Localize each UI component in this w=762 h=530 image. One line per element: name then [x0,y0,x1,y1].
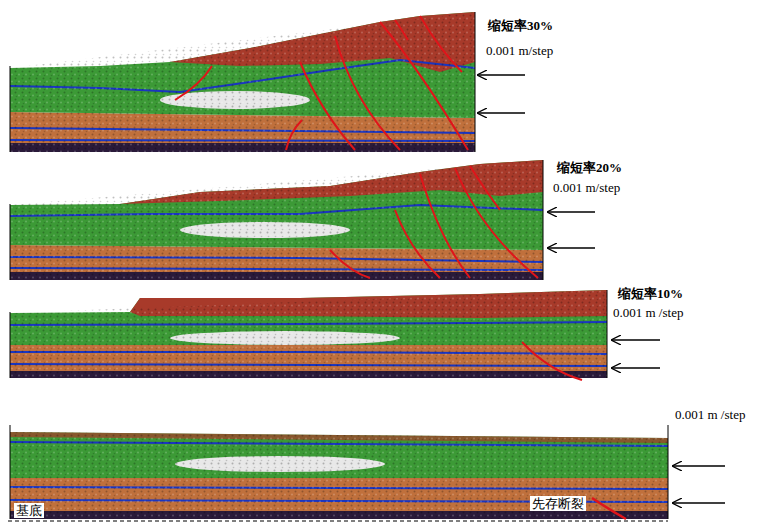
shortening-label: 缩短率20% [557,160,622,175]
panel-initial [8,425,725,521]
rate-label: 0.001 m /step [675,407,745,422]
panel-10 [10,290,660,380]
panel-20 [10,160,595,280]
rate-label: 0.001 m/step [486,43,553,58]
panel-30 [10,12,525,152]
rate-label: 0.001 m /step [613,305,683,320]
rate-label: 0.001 m/step [553,180,620,195]
basement-label: 基底 [14,503,44,518]
fault-label: 先存断裂 [530,496,586,511]
shortening-label: 缩短率30% [488,18,553,33]
shortening-label: 缩短率10% [618,286,683,301]
